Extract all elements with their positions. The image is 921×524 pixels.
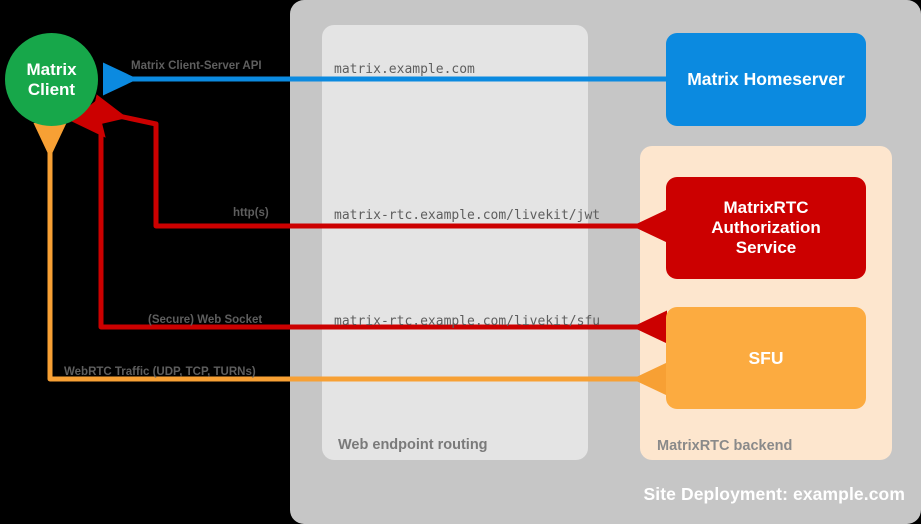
node-matrixrtc-authorization-service[interactable]: MatrixRTC Authorization Service (666, 177, 866, 279)
wire-label-web-socket: (Secure) Web Socket (148, 314, 263, 326)
auth-service-label-line2: Authorization (711, 217, 821, 237)
matrix-client-label-line1: Matrix (26, 60, 77, 80)
endpoint-label-livekit-jwt: matrix-rtc.example.com/livekit/jwt (334, 208, 601, 223)
container-web-endpoint-routing (322, 25, 588, 460)
matrixrtc-backend-label: MatrixRTC backend (657, 438, 793, 454)
endpoint-label-livekit-sfu: matrix-rtc.example.com/livekit/sfu (334, 314, 601, 329)
site-deployment-label: Site Deployment: example.com (643, 484, 905, 504)
node-matrix-client[interactable]: Matrix Client (5, 33, 98, 126)
node-matrix-homeserver[interactable]: Matrix Homeserver (666, 33, 866, 126)
wire-label-webrtc-traffic: WebRTC Traffic (UDP, TCP, TURNs) (64, 366, 256, 378)
auth-service-label-line1: MatrixRTC (723, 197, 809, 217)
wire-label-matrix-client-server-api: Matrix Client-Server API (131, 60, 262, 72)
auth-service-label-line3: Service (735, 238, 797, 258)
matrix-client-label-line2: Client (27, 79, 76, 99)
wire-webrtc-traffic-return (33, 122, 660, 382)
sfu-label: SFU (748, 347, 784, 368)
matrix-homeserver-label: Matrix Homeserver (687, 69, 845, 90)
node-sfu[interactable]: SFU (666, 307, 866, 409)
wire-label-https: http(s) (233, 207, 269, 219)
endpoint-label-matrix-example-com: matrix.example.com (334, 62, 475, 77)
web-endpoint-routing-label: Web endpoint routing (338, 437, 488, 453)
